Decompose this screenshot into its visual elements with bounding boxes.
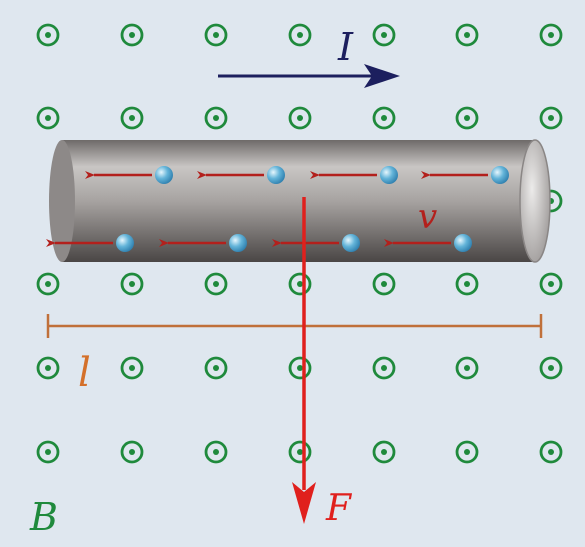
electron [116,234,134,252]
field-out-of-page-symbol [539,356,563,380]
field-out-of-page-symbol [372,272,396,296]
field-out-of-page-symbol [120,23,144,47]
field-out-of-page-symbol [372,440,396,464]
field-out-of-page-symbol [36,356,60,380]
field-out-of-page-symbol [288,23,312,47]
electron [491,166,509,184]
length-bar [46,314,543,338]
field-out-of-page-symbol [36,106,60,130]
field-out-of-page-symbol [120,106,144,130]
field-out-of-page-symbol [204,23,228,47]
field-out-of-page-symbol [288,106,312,130]
magnetic-field-grid [36,23,563,464]
electron [229,234,247,252]
field-out-of-page-symbol [372,356,396,380]
field-out-of-page-symbol [288,272,312,296]
electrons-group [46,166,509,252]
field-out-of-page-symbol [120,356,144,380]
field-out-of-page-symbol [288,440,312,464]
field-out-of-page-symbol [372,23,396,47]
electron [155,166,173,184]
field-out-of-page-symbol [120,272,144,296]
length-label: l [78,350,91,396]
field-out-of-page-symbol [539,23,563,47]
field-out-of-page-symbol [204,356,228,380]
field-out-of-page-symbol [539,272,563,296]
field-out-of-page-symbol [288,356,312,380]
field-out-of-page-symbol [204,106,228,130]
field-out-of-page-symbol [539,440,563,464]
electron [454,234,472,252]
field-out-of-page-symbol [455,356,479,380]
electron [342,234,360,252]
field-out-of-page-symbol [455,106,479,130]
field-out-of-page-symbol [36,440,60,464]
field-out-of-page-symbol [455,440,479,464]
current-label: I [337,25,354,69]
field-out-of-page-symbol [120,440,144,464]
force-arrow [292,197,316,524]
force-label: F [325,488,353,529]
field-out-of-page-symbol [372,106,396,130]
electron [380,166,398,184]
field-label: B [29,495,58,539]
current-arrow [218,64,400,88]
field-out-of-page-symbol [455,272,479,296]
field-out-of-page-symbol [204,440,228,464]
velocity-label: v [418,197,437,237]
conductor-rod [49,139,551,263]
field-out-of-page-symbol [204,272,228,296]
field-out-of-page-symbol [36,23,60,47]
field-out-of-page-symbol [36,272,60,296]
field-out-of-page-symbol [455,23,479,47]
rod-left-end [49,140,75,262]
electron [267,166,285,184]
rod-right-end [519,139,551,263]
field-out-of-page-symbol [539,106,563,130]
